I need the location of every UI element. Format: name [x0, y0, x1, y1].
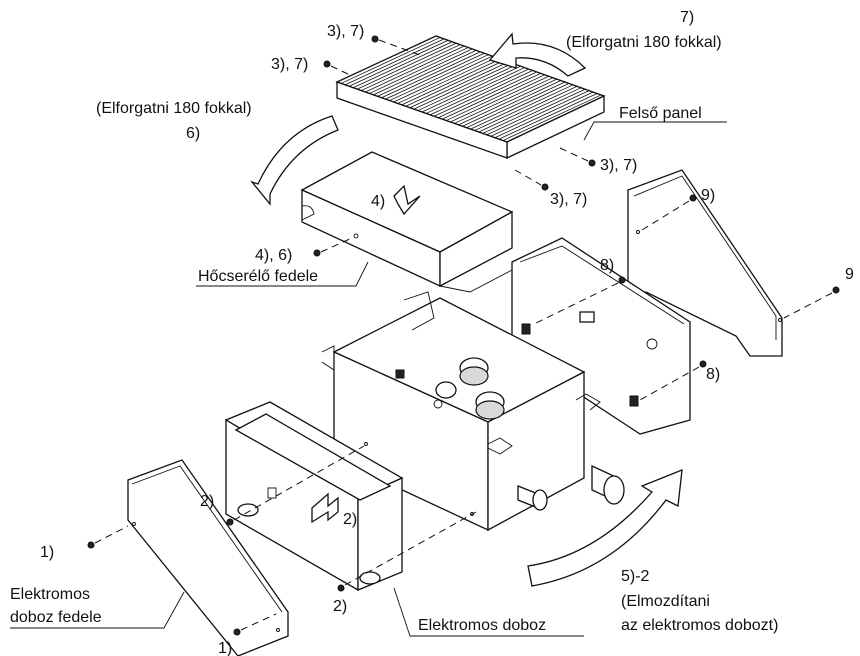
top-panel-screw	[514, 169, 549, 191]
label-side-panel-screw-right: 9	[845, 266, 854, 283]
top-panel-screw	[559, 147, 596, 167]
rear-panel-screw	[533, 276, 626, 325]
label-top-right-screw-2: 3), 7)	[550, 191, 587, 208]
panel-rib	[344, 38, 445, 86]
panel-rib	[377, 49, 477, 97]
panel-rib	[389, 54, 489, 101]
electrical-box-cover	[127, 459, 289, 656]
label-lid-screw-left: 1)	[40, 544, 54, 561]
panel-rib	[421, 65, 522, 113]
panel-rib	[450, 75, 550, 123]
label-electrical-box-cover-line2: doboz fedele	[10, 609, 102, 626]
panel-rib	[442, 72, 542, 120]
panel-rib	[466, 81, 566, 129]
lid-screw	[87, 525, 129, 549]
panel-rib	[405, 59, 505, 107]
rear-panel	[511, 237, 691, 435]
lid-screw	[233, 613, 277, 636]
electrical-box-leader	[393, 587, 584, 637]
label-box-screw-lower: 2)	[333, 598, 347, 615]
rear-panel-screw	[639, 360, 707, 401]
panel-rib	[446, 74, 546, 121]
label-top-right-screw-1: 3), 7)	[600, 157, 637, 174]
panel-rib	[417, 64, 518, 111]
label-move-text-line1: (Elmozdítani	[621, 593, 710, 610]
side-panel-screw	[641, 194, 697, 231]
panel-rib	[462, 79, 562, 127]
panel-rib	[438, 71, 538, 119]
panel-rib	[348, 39, 449, 87]
rotate-arrow-top	[488, 32, 587, 77]
label-rotate-top-text: (Elforgatni 180 fokkal)	[566, 34, 722, 51]
panel-rib	[385, 52, 485, 100]
cover-leader	[10, 591, 185, 629]
panel-rib	[365, 45, 465, 93]
panel-rib	[458, 78, 558, 126]
heat-exchanger-cover	[300, 151, 514, 293]
panel-rib	[413, 62, 514, 110]
panel-rib	[474, 84, 574, 131]
label-rear-screw-top: 8)	[600, 257, 614, 274]
label-box-arrow-step: 2)	[343, 511, 357, 528]
label-lid-screw-bottom: 1)	[218, 640, 232, 656]
panel-rib	[373, 48, 473, 96]
side-panel-screw	[783, 286, 840, 319]
panel-rib	[393, 55, 493, 103]
heat-exchanger-leader	[196, 261, 369, 287]
label-rotate-top-step: 7)	[680, 9, 694, 26]
top-panel-screw	[371, 35, 421, 56]
label-cover-screw: 4), 6)	[255, 247, 292, 264]
label-top-left-screw-2: 3), 7)	[271, 56, 308, 73]
panel-rib	[482, 87, 582, 134]
label-rotate-left-text: (Elforgatni 180 fokkal)	[96, 100, 252, 117]
move-arrow	[527, 468, 683, 587]
panel-rib	[454, 77, 554, 124]
label-top-panel: Felső panel	[619, 105, 702, 122]
label-heat-exchanger-cover: Hőcserélő fedele	[198, 268, 318, 285]
top-panel-screw	[323, 60, 351, 76]
top-panel	[335, 35, 606, 160]
panel-rib	[478, 85, 578, 133]
main-chassis	[321, 291, 625, 532]
label-cover-arrow-step: 4)	[371, 193, 385, 210]
panel-rib	[470, 82, 570, 130]
panel-rib	[397, 57, 497, 104]
label-top-left-screw-1: 3), 7)	[327, 23, 364, 40]
panel-rib	[486, 88, 586, 136]
panel-rib	[429, 68, 530, 116]
label-electrical-box-cover-line1: Elektromos	[10, 586, 90, 603]
electrical-box	[224, 401, 404, 592]
panel-rib	[401, 58, 501, 106]
top-panel-leader	[583, 121, 727, 141]
panel-rib	[502, 94, 603, 141]
panel-rib	[381, 51, 481, 99]
panel-rib	[490, 89, 590, 137]
label-rear-screw-bottom: 8)	[706, 366, 720, 383]
panel-rib	[340, 37, 441, 84]
panel-rib	[498, 92, 599, 140]
panel-rib	[494, 91, 595, 139]
panel-rib	[425, 67, 526, 114]
label-box-screw-upper: 2)	[200, 493, 214, 510]
panel-rib	[369, 47, 469, 94]
label-move-text-line2: az elektromos dobozt)	[621, 617, 778, 634]
panel-rib	[353, 41, 453, 89]
rotate-arrow-left	[250, 115, 339, 206]
label-electrical-box: Elektromos doboz	[418, 617, 546, 634]
panel-rib	[357, 42, 457, 90]
label-move-step: 5)-2	[621, 568, 650, 585]
label-rotate-left-step: 6)	[186, 125, 200, 142]
panel-rib	[409, 61, 510, 109]
panel-rib	[361, 44, 461, 91]
box-screw	[337, 511, 477, 592]
label-side-panel-screw-top: 9)	[701, 187, 715, 204]
box-screw	[226, 445, 365, 526]
panel-rib	[433, 69, 534, 117]
cover-screw	[313, 237, 353, 257]
